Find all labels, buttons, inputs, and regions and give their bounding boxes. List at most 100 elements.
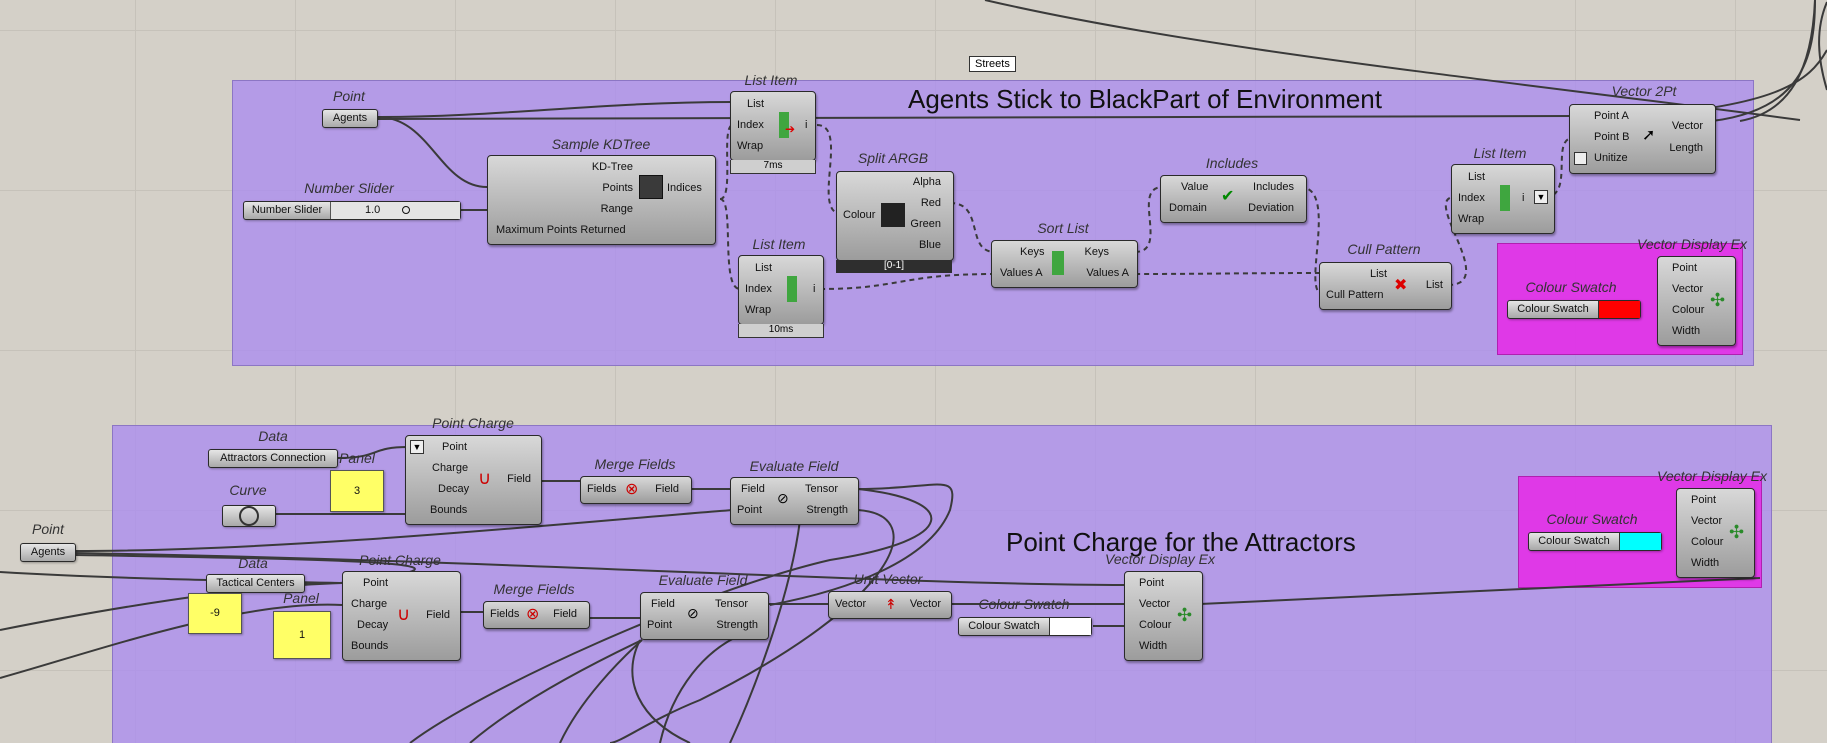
sample-kdtree-component[interactable]: KD-Tree Points Range Maximum Points Retu… [487, 155, 716, 245]
panel-minus-9[interactable]: -9 [188, 593, 242, 634]
pcharge1-input-point[interactable]: Point [442, 441, 468, 453]
kdtree-input-points[interactable]: Points [602, 182, 633, 194]
sortlist-output-keys[interactable]: Keys [1084, 246, 1109, 258]
pcharge2-output-field[interactable]: Field [426, 609, 450, 621]
splitargb-output-green[interactable]: Green [910, 218, 941, 230]
panel-3[interactable]: 3 [330, 470, 384, 512]
includes-input-domain[interactable]: Domain [1169, 202, 1207, 214]
listitem1-input-wrap[interactable]: Wrap [737, 140, 764, 152]
split-argb-component[interactable]: Colour Alpha Red Green Blue [836, 171, 954, 261]
sortlist-output-values[interactable]: Values A [1086, 267, 1129, 279]
colour-swatch-cyan[interactable]: Colour Swatch [1528, 532, 1662, 551]
splitargb-output-alpha[interactable]: Alpha [912, 176, 941, 188]
tactical-centers-param[interactable]: Tactical Centers [206, 574, 305, 593]
splitargb-output-blue[interactable]: Blue [918, 239, 941, 251]
listitem3-input-wrap[interactable]: Wrap [1458, 213, 1485, 225]
listitem3-input-index[interactable]: Index [1458, 192, 1485, 204]
pcharge2-input-decay[interactable]: Decay [357, 619, 389, 631]
cullpattern-input-list[interactable]: List [1370, 268, 1388, 280]
splitargb-output-red[interactable]: Red [920, 197, 941, 209]
eval1-output-strength[interactable]: Strength [806, 504, 848, 516]
agents-param-top[interactable]: Agents [322, 109, 378, 128]
listitem1-output-i[interactable]: i [805, 119, 808, 131]
eval2-input-field[interactable]: Field [651, 598, 675, 610]
swatch-red-color[interactable] [1598, 301, 1640, 318]
colour-swatch-white[interactable]: Colour Swatch [958, 617, 1092, 636]
eval2-output-strength[interactable]: Strength [716, 619, 758, 631]
vdisplay2-input-point[interactable]: Point [1691, 494, 1717, 506]
point-charge-1-component[interactable]: ▼ Point Charge Decay Bounds ∪ Field [405, 435, 542, 525]
vdisplay1-input-width[interactable]: Width [1139, 640, 1168, 652]
kdtree-input-range[interactable]: Range [600, 203, 633, 215]
listitem2-input-index[interactable]: Index [745, 283, 772, 295]
listitem1-input-list[interactable]: List [747, 98, 765, 110]
evaluate-field-2-component[interactable]: Field Point ⊘ Tensor Strength [640, 592, 769, 640]
slider-grip-icon[interactable] [402, 206, 410, 214]
kdtree-input-kdtree[interactable]: KD-Tree [591, 161, 633, 173]
eval1-input-point[interactable]: Point [737, 504, 763, 516]
pcharge2-input-point[interactable]: Point [363, 577, 389, 589]
slider-track[interactable]: 1.0 [331, 202, 460, 219]
number-slider[interactable]: Number Slider 1.0 [243, 201, 461, 220]
listitem2-input-wrap[interactable]: Wrap [745, 304, 772, 316]
unitvector-input-vector[interactable]: Vector [835, 598, 867, 610]
splitargb-input-colour[interactable]: Colour [843, 209, 876, 221]
listitem2-input-list[interactable]: List [755, 262, 773, 274]
swatch-cyan-color[interactable] [1619, 533, 1661, 550]
pcharge1-input-charge[interactable]: Charge [432, 462, 469, 474]
eval2-output-tensor[interactable]: Tensor [714, 598, 748, 610]
merge2-output-field[interactable]: Field [553, 608, 577, 620]
pcharge1-output-field[interactable]: Field [507, 473, 531, 485]
vdisplay1-input-colour[interactable]: Colour [1139, 619, 1172, 631]
vector-display-top-component[interactable]: Point Vector Colour Width ✣ [1657, 256, 1736, 346]
vdisplay-top-input-point[interactable]: Point [1672, 262, 1698, 274]
point-charge-2-component[interactable]: Point Charge Decay Bounds ∪ Field [342, 571, 461, 661]
unitize-toggle-icon[interactable] [1574, 152, 1587, 165]
eval1-input-field[interactable]: Field [741, 483, 765, 495]
pcharge2-input-charge[interactable]: Charge [351, 598, 388, 610]
cullpattern-output-list[interactable]: List [1425, 279, 1443, 291]
sort-list-component[interactable]: Keys Values A Keys Values A [991, 240, 1138, 288]
pcharge1-input-bounds[interactable]: Bounds [430, 504, 468, 516]
vdisplay-top-input-width[interactable]: Width [1672, 325, 1701, 337]
vector-2pt-component[interactable]: Point A Point B Unitize ➚ Vector Length [1569, 104, 1716, 174]
includes-input-value[interactable]: Value [1181, 181, 1209, 193]
attractors-connection-param[interactable]: Attractors Connection [208, 449, 338, 468]
list-item-2-component[interactable]: List Index Wrap i [738, 255, 824, 325]
list-item-3-component[interactable]: List Index Wrap i ▼ [1451, 164, 1555, 234]
merge1-output-field[interactable]: Field [655, 483, 679, 495]
vdisplay-top-input-colour[interactable]: Colour [1672, 304, 1705, 316]
vdisplay2-input-vector[interactable]: Vector [1691, 515, 1723, 527]
vector2pt-output-length[interactable]: Length [1669, 142, 1703, 154]
agents-param-bottom[interactable]: Agents [20, 543, 76, 562]
eval2-input-point[interactable]: Point [647, 619, 673, 631]
vector2pt-input-pointb[interactable]: Point B [1594, 131, 1630, 143]
kdtree-output-indices[interactable]: Indices [667, 182, 702, 194]
pcharge1-input-decay[interactable]: Decay [438, 483, 470, 495]
cullpattern-input-pattern[interactable]: Cull Pattern [1326, 289, 1384, 301]
vdisplay1-input-vector[interactable]: Vector [1139, 598, 1171, 610]
vdisplay2-input-colour[interactable]: Colour [1691, 536, 1724, 548]
vector2pt-input-pointa[interactable]: Point A [1594, 110, 1629, 122]
includes-output-includes[interactable]: Includes [1253, 181, 1294, 193]
vector-display-bottom-2-component[interactable]: Point Vector Colour Width ✣ [1676, 488, 1755, 578]
sortlist-input-keys[interactable]: Keys [1020, 246, 1045, 258]
includes-component[interactable]: Value Domain ✔ Includes Deviation [1160, 175, 1307, 223]
listitem1-input-index[interactable]: Index [737, 119, 764, 131]
list-item-1-component[interactable]: List Index Wrap ➔ i [730, 91, 816, 161]
merge1-input-fields[interactable]: Fields [587, 483, 617, 495]
unit-vector-component[interactable]: Vector ↟ Vector [828, 591, 952, 619]
colour-swatch-red[interactable]: Colour Swatch [1507, 300, 1641, 319]
vector2pt-input-unitize[interactable]: Unitize [1594, 152, 1628, 164]
vdisplay1-input-point[interactable]: Point [1139, 577, 1165, 589]
kdtree-input-maxpoints[interactable]: Maximum Points Returned [496, 224, 626, 236]
vector2pt-output-vector[interactable]: Vector [1671, 120, 1703, 132]
unitvector-output-vector[interactable]: Vector [909, 598, 941, 610]
pcharge2-input-bounds[interactable]: Bounds [351, 640, 389, 652]
vector-display-bottom-1-component[interactable]: Point Vector Colour Width ✣ [1124, 571, 1203, 661]
merge2-input-fields[interactable]: Fields [490, 608, 520, 620]
evaluate-field-1-component[interactable]: Field Point ⊘ Tensor Strength [730, 477, 859, 525]
listitem3-input-list[interactable]: List [1468, 171, 1486, 183]
sortlist-input-values[interactable]: Values A [1000, 267, 1043, 279]
listitem3-output-i[interactable]: i [1522, 192, 1525, 204]
